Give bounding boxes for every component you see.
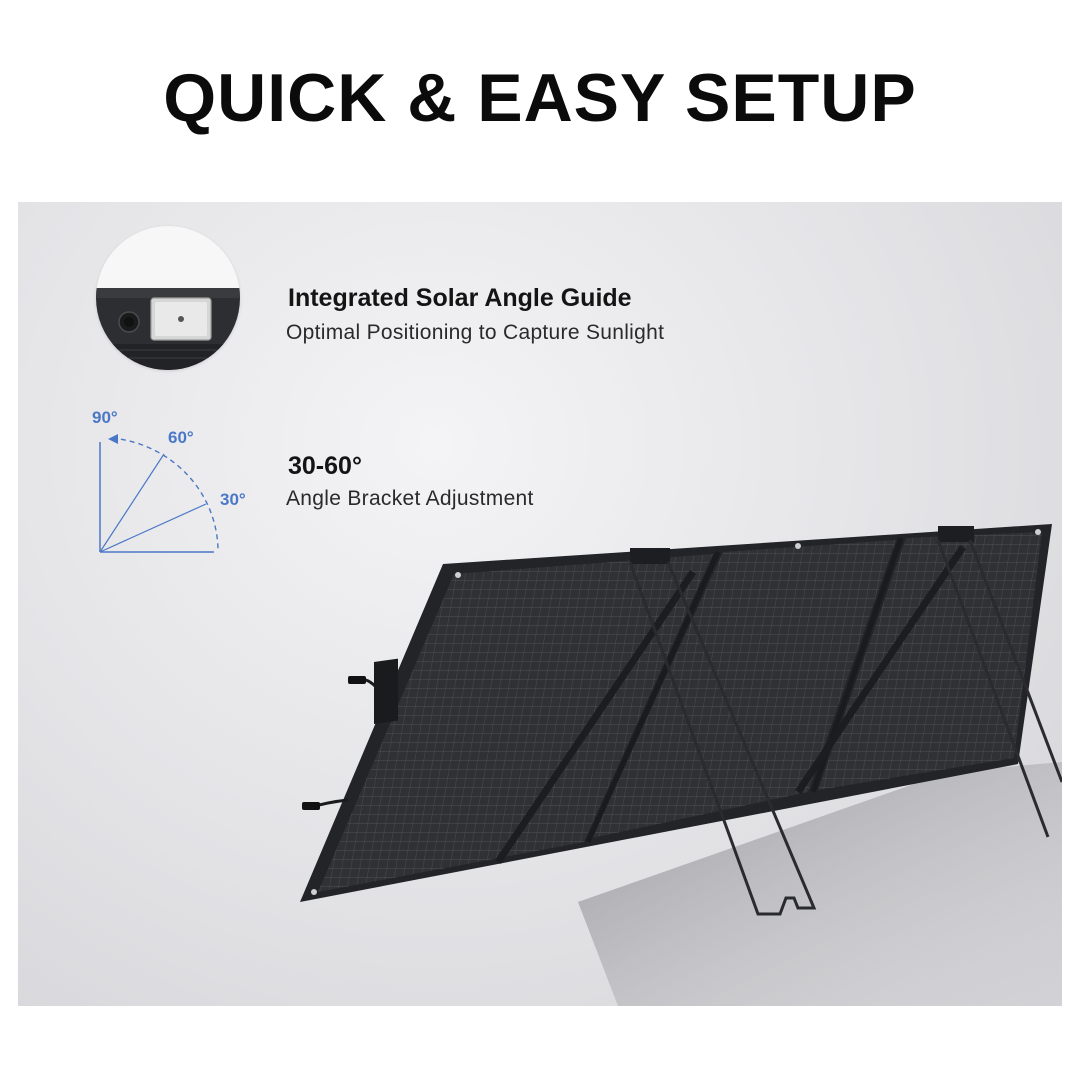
panel-section-right [818,532,1042,790]
product-scene: Integrated Solar Angle Guide Optimal Pos… [18,202,1062,1006]
feature-title-angle-range: 30-60° [288,452,362,480]
panel-section-left [318,554,713,892]
angle-label-90: 90° [92,408,118,427]
connector-plug [302,802,320,810]
feature-subtitle-angle-range: Angle Bracket Adjustment [286,487,534,510]
connector-plug [348,676,366,684]
panel-section-middle [592,540,896,838]
panel-shadow [578,762,1062,1006]
angle-label-60: 60° [168,428,194,447]
angle-label-30: 30° [220,490,246,509]
kickstand-legs [628,539,1062,916]
arrow-icon [108,434,118,444]
angle-diagram [99,434,219,553]
feature-subtitle-angle-guide: Optimal Positioning to Capture Sunlight [286,321,665,344]
angle-guide-illustration [96,288,240,370]
feature-title-angle-guide: Integrated Solar Angle Guide [288,284,632,312]
solar-panel-illustration [300,524,1062,1006]
angle-guide-closeup [96,226,240,370]
junction-box [374,658,398,724]
headline: QUICK & EASY SETUP [163,60,917,136]
